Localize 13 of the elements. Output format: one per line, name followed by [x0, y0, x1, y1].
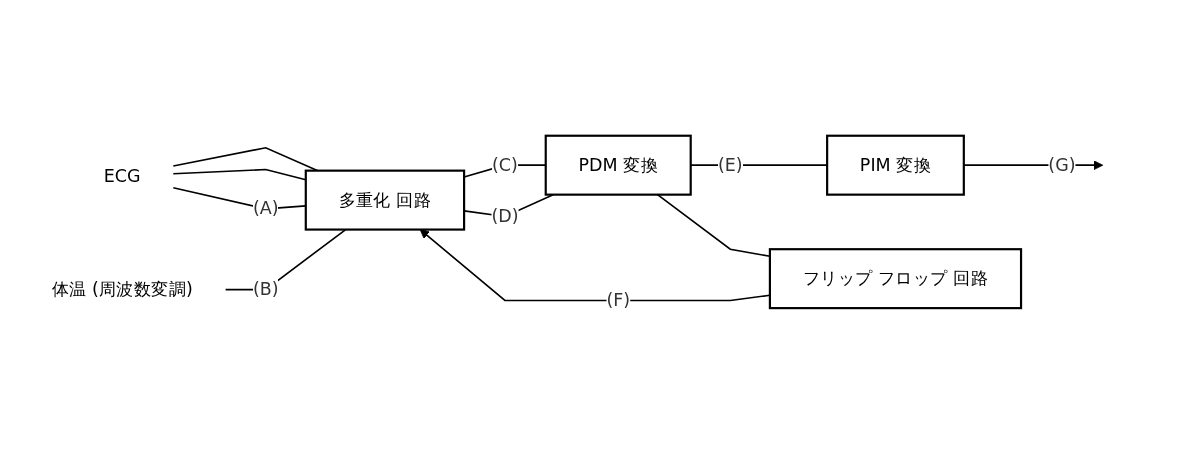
- edge-label: (F): [606, 289, 631, 311]
- node-box: PIM 変換: [826, 134, 965, 196]
- edge-label: (A): [252, 198, 279, 219]
- edge-label: (B): [252, 278, 279, 300]
- edge-label: (D): [491, 205, 519, 227]
- edge-label: (G): [1048, 154, 1076, 176]
- edge-label: (C): [492, 154, 518, 176]
- node-text: 体温 (周波数変調): [51, 278, 193, 300]
- edge-label: (E): [717, 154, 743, 176]
- node-box: フリップ フロップ 回路: [768, 248, 1023, 310]
- node-box: 多重化 回路: [304, 169, 466, 231]
- node-text: ECG: [103, 165, 141, 187]
- node-box: PDM 変換: [544, 134, 692, 196]
